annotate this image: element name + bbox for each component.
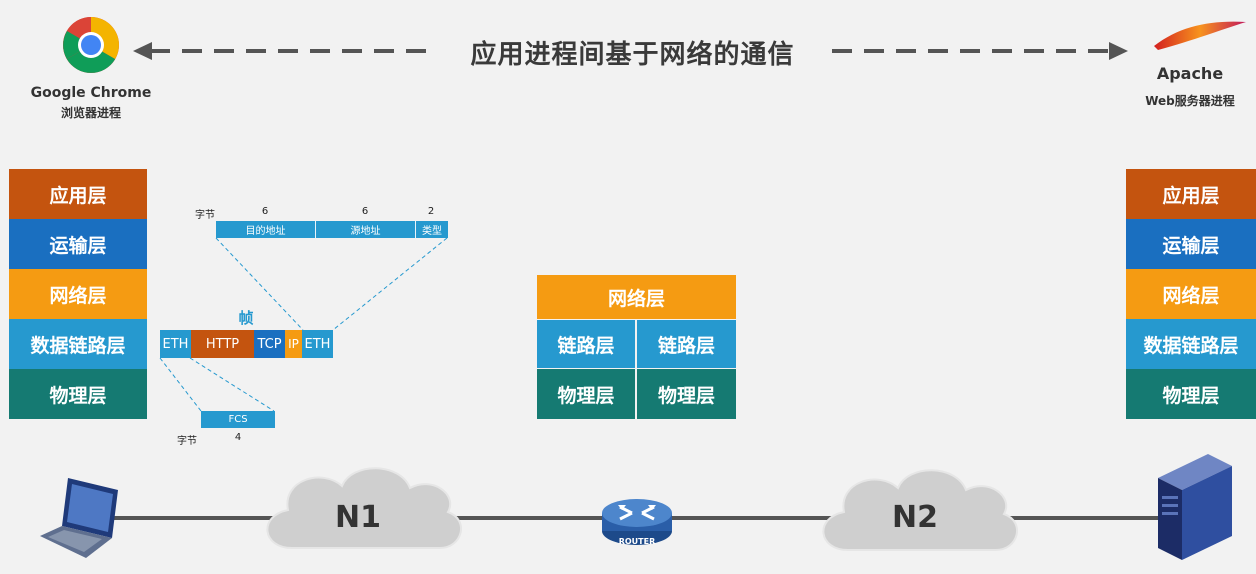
server-name: Apache	[1156, 64, 1224, 83]
network-n2-label: N2	[892, 500, 938, 535]
frame-segment-ip: IP	[285, 330, 302, 358]
left-layer-physical: 物理层	[9, 369, 147, 419]
left-layer-application: 应用层	[9, 169, 147, 219]
frame-segment-http: HTTP	[191, 330, 254, 358]
trailer-byte-unit: 字节	[177, 436, 197, 447]
header-field-src: 源地址	[316, 221, 416, 238]
frame-label: 帧	[238, 309, 254, 327]
header-size-dest: 6	[261, 206, 269, 217]
header-size-type: 2	[427, 206, 435, 217]
router-layer-phy-right: 物理层	[637, 369, 736, 419]
router-layer-network: 网络层	[537, 275, 736, 319]
left-layer-network: 网络层	[9, 269, 147, 319]
trailer-field-fcs: FCS	[201, 411, 275, 428]
header-field-type: 类型	[416, 221, 448, 238]
right-layer-network: 网络层	[1126, 269, 1256, 319]
router-layer-link-right: 链路层	[637, 320, 736, 368]
network-n1-label: N1	[335, 500, 381, 535]
communication-arrow	[133, 42, 1128, 60]
chrome-icon	[63, 17, 119, 73]
client-desc: 浏览器进程	[60, 106, 121, 120]
router-icon	[602, 499, 672, 545]
right-layer-datalink: 数据链路层	[1126, 319, 1256, 369]
left-layer-transport: 运输层	[9, 219, 147, 269]
frame-segment-eth-header: ETH	[160, 330, 191, 358]
header-field-dest: 目的地址	[216, 221, 316, 238]
cloud-n2	[822, 469, 1018, 551]
router-layer-link-left: 链路层	[537, 320, 635, 368]
apache-feather-icon	[1154, 21, 1246, 50]
header-byte-unit: 字节	[195, 210, 215, 221]
router-layer-phy-left: 物理层	[537, 369, 635, 419]
trailer-size: 4	[234, 432, 242, 443]
right-layer-transport: 运输层	[1126, 219, 1256, 269]
frame-segment-tcp: TCP	[254, 330, 285, 358]
router-label: ROUTER	[618, 537, 656, 546]
frame-segment-eth-trailer: ETH	[302, 330, 333, 358]
header-size-src: 6	[361, 206, 369, 217]
right-layer-application: 应用层	[1126, 169, 1256, 219]
page-title: 应用进程间基于网络的通信	[470, 40, 795, 70]
cloud-n1	[266, 467, 462, 549]
server-icon	[1158, 454, 1232, 560]
right-layer-physical: 物理层	[1126, 369, 1256, 419]
client-name: Google Chrome	[30, 85, 152, 101]
left-layer-datalink: 数据链路层	[9, 319, 147, 369]
server-desc: Web服务器进程	[1145, 94, 1235, 108]
laptop-icon	[40, 478, 118, 558]
